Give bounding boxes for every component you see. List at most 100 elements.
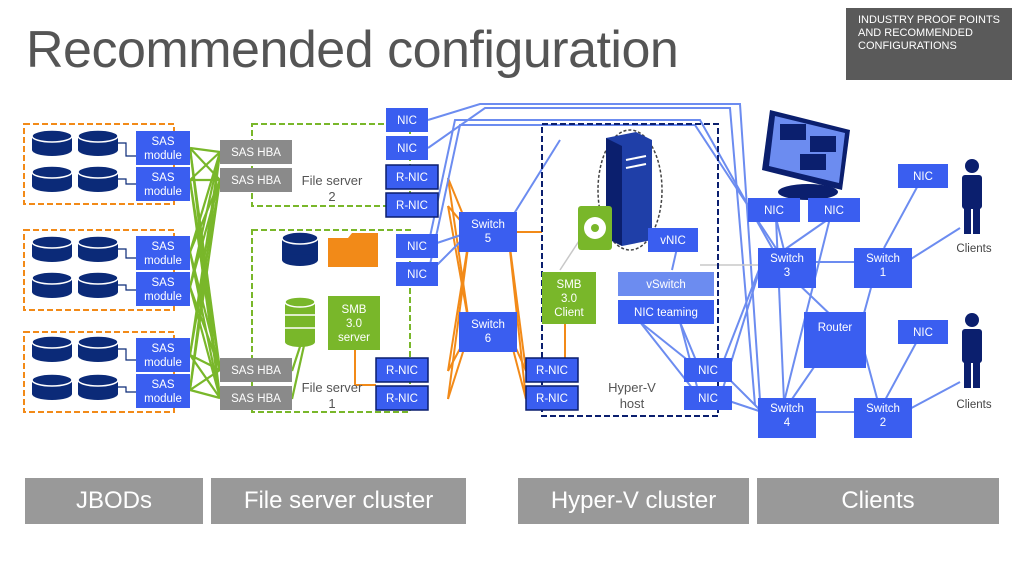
svg-text:Router: Router	[818, 322, 853, 334]
sas-hba: SAS HBA	[220, 358, 292, 382]
svg-text:R-NIC: R-NIC	[396, 200, 428, 212]
disk-icon	[31, 235, 73, 263]
rnic: R-NIC	[385, 164, 439, 190]
nic: NIC	[898, 164, 948, 188]
vswitch: vSwitch	[618, 272, 714, 296]
person-icon	[962, 159, 982, 234]
nic: NIC	[684, 358, 732, 382]
sas-hba: SAS HBA	[220, 140, 292, 164]
nic: NIC	[396, 234, 438, 258]
nic: NIC	[396, 262, 438, 286]
section-jbods: JBODs	[25, 478, 203, 524]
svg-text:NIC teaming: NIC teaming	[634, 307, 698, 319]
disk-icon	[77, 271, 119, 299]
svg-text:R-NIC: R-NIC	[386, 365, 418, 377]
rnic: R-NIC	[525, 357, 579, 383]
svg-text:vSwitch: vSwitch	[646, 279, 686, 291]
disk-icon	[77, 335, 119, 363]
nic: NIC	[748, 198, 800, 222]
sas-hba: SAS HBA	[220, 386, 292, 410]
nic: NIC	[386, 136, 428, 160]
svg-text:R-NIC: R-NIC	[396, 172, 428, 184]
svg-text:NIC: NIC	[407, 241, 427, 253]
rnic: R-NIC	[375, 357, 429, 383]
section-clients: Clients	[757, 478, 999, 524]
svg-text:NIC: NIC	[397, 115, 417, 127]
vnic: vNIC	[648, 228, 698, 252]
svg-text:NIC: NIC	[913, 171, 933, 183]
green-storage-stack-icon	[284, 296, 316, 347]
svg-text:SAS HBA: SAS HBA	[231, 365, 281, 377]
sas-hba: SAS HBA	[220, 168, 292, 192]
rnic: R-NIC	[525, 385, 579, 411]
nic: NIC	[808, 198, 860, 222]
disk-icon	[31, 165, 73, 193]
green-sas-links	[188, 146, 314, 400]
router: Router	[804, 312, 866, 368]
svg-text:R-NIC: R-NIC	[536, 365, 568, 377]
hard-drive-icon	[578, 206, 612, 250]
clients-label: Clients	[956, 243, 991, 255]
clients-label: Clients	[956, 399, 991, 411]
section-tag: INDUSTRY PROOF POINTS AND RECOMMENDED CO…	[846, 8, 1012, 80]
nic: NIC	[684, 386, 732, 410]
nic: NIC	[898, 320, 948, 344]
section-hyperv-cluster: Hyper-V cluster	[518, 478, 749, 524]
svg-text:NIC: NIC	[698, 393, 718, 405]
disk-icon	[31, 271, 73, 299]
monitor-icon	[762, 110, 850, 200]
svg-text:NIC: NIC	[407, 269, 427, 281]
svg-text:SAS HBA: SAS HBA	[231, 393, 281, 405]
svg-text:R-NIC: R-NIC	[536, 393, 568, 405]
person-icon	[962, 313, 982, 388]
svg-text:vNIC: vNIC	[660, 235, 686, 247]
svg-text:NIC: NIC	[913, 327, 933, 339]
svg-text:SAS HBA: SAS HBA	[231, 175, 281, 187]
disk-icon	[31, 129, 73, 157]
disk-icon	[31, 335, 73, 363]
svg-text:R-NIC: R-NIC	[386, 393, 418, 405]
nic-teaming: NIC teaming	[618, 300, 714, 324]
disk-icon	[77, 165, 119, 193]
disk-icon	[77, 235, 119, 263]
svg-text:NIC: NIC	[764, 205, 784, 217]
nic: NIC	[386, 108, 428, 132]
rnic: R-NIC	[375, 385, 429, 411]
svg-text:SAS HBA: SAS HBA	[231, 147, 281, 159]
svg-text:NIC: NIC	[397, 143, 417, 155]
disk-icon	[77, 373, 119, 401]
